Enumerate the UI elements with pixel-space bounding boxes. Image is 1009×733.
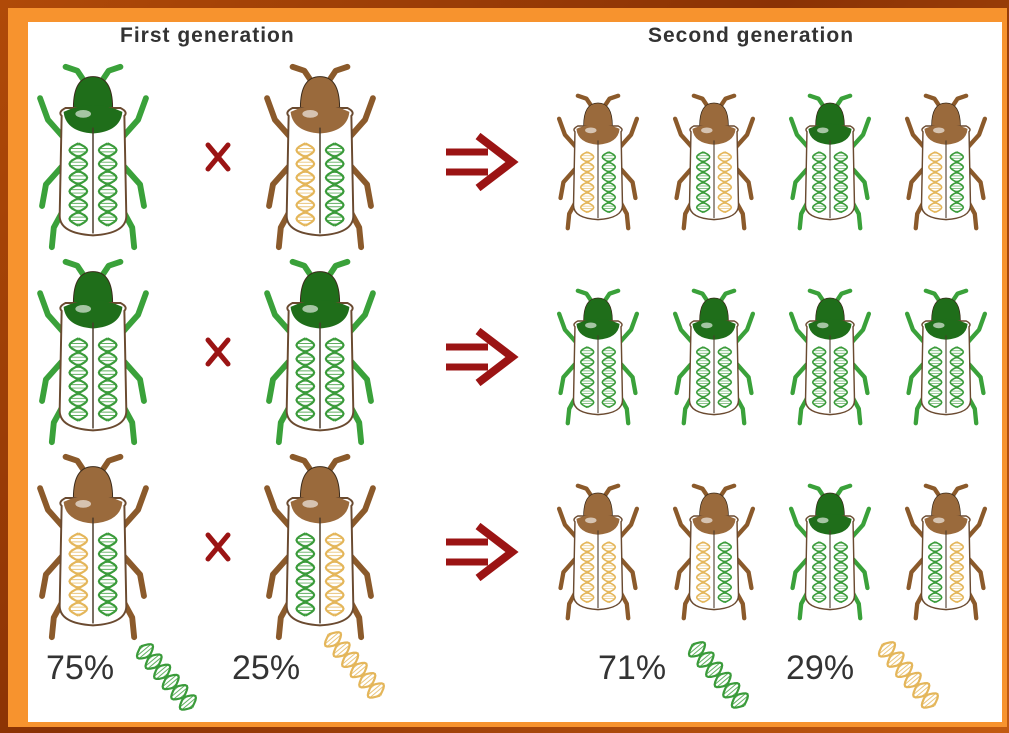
diagram-panel: First generation Second generation 75% 2… [28,22,1002,722]
arrow-row-3 [446,526,512,578]
second-green-percent: 71% [598,649,666,688]
beetle-inheritance-diagram [28,22,1002,722]
second-yellow-percent: 29% [786,649,854,688]
second-green-dna-icon [685,638,752,712]
second-yellow-dna-icon [875,638,942,712]
offspring-beetle-row-3-4 [907,486,985,618]
parent-b-beetle-row-3 [267,457,373,637]
parent-a-beetle-row-1 [40,67,146,247]
cross-symbol-row-1 [208,145,228,169]
parent-a-beetle-row-3 [40,457,146,637]
offspring-beetle-row-1-4 [907,96,985,228]
cross-symbol-row-2 [208,340,228,364]
parent-b-beetle-row-2 [267,262,373,442]
offspring-beetle-row-3-3 [791,486,869,618]
offspring-beetle-row-1-1 [559,96,637,228]
parent-b-beetle-row-1 [267,67,373,247]
offspring-beetle-row-2-4 [907,291,985,423]
offspring-beetle-row-3-1 [559,486,637,618]
offspring-beetle-row-1-2 [675,96,753,228]
arrow-row-1 [446,136,512,188]
first-green-percent: 75% [46,649,114,688]
offspring-beetle-row-1-3 [791,96,869,228]
cross-symbol-row-3 [208,535,228,559]
arrow-row-2 [446,331,512,383]
offspring-beetle-row-3-2 [675,486,753,618]
offspring-beetle-row-2-3 [791,291,869,423]
first-green-dna-icon [133,640,200,714]
first-yellow-percent: 25% [232,649,300,688]
first-yellow-dna-icon [321,628,388,702]
offspring-beetle-row-2-2 [675,291,753,423]
offspring-beetle-row-2-1 [559,291,637,423]
parent-a-beetle-row-2 [40,262,146,442]
